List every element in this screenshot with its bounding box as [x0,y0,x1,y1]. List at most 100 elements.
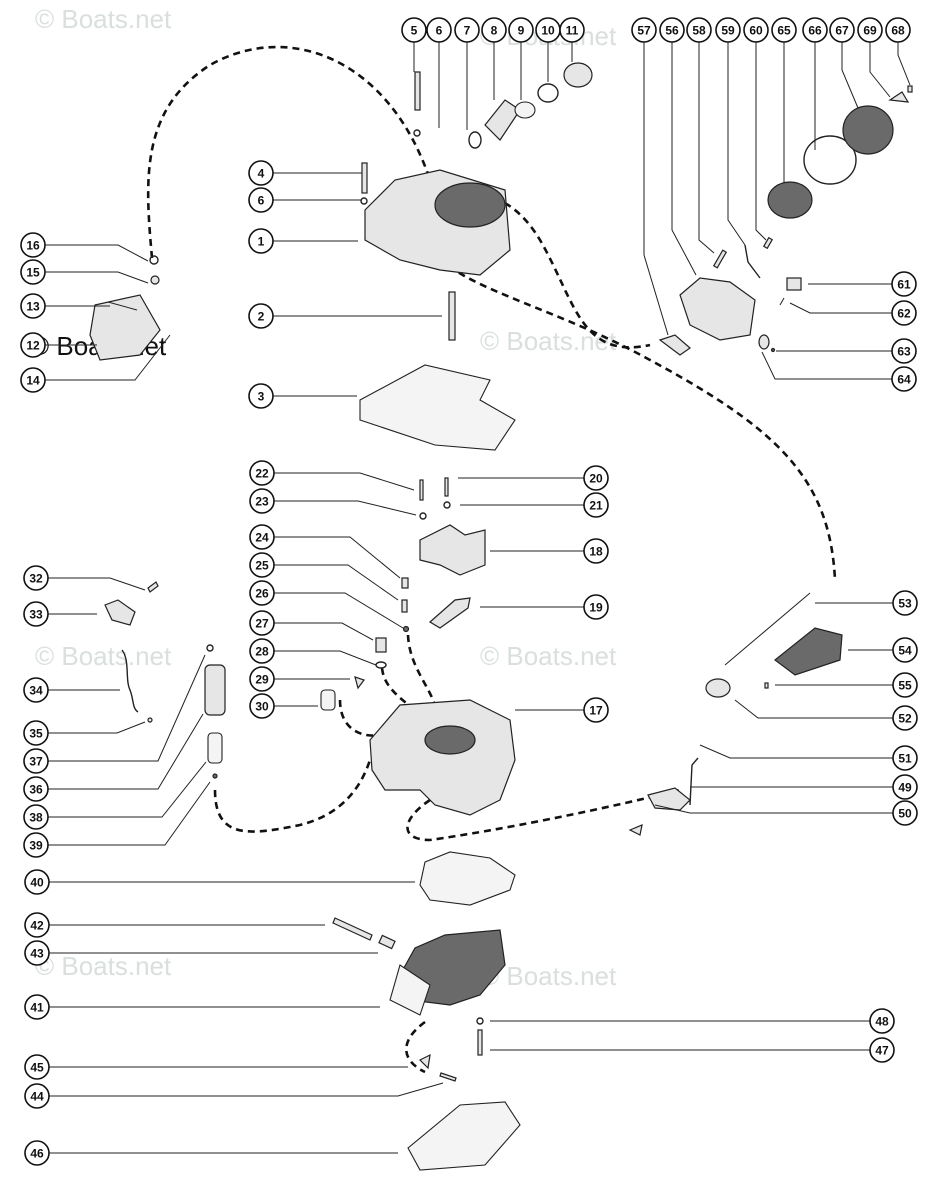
callout-6[interactable]: 6 [248,187,274,213]
callout-number: 16 [26,239,40,253]
callout-64[interactable]: 64 [891,366,917,392]
callout-19[interactable]: 19 [583,594,609,620]
callout-34[interactable]: 34 [23,677,49,703]
callout-63[interactable]: 63 [891,338,917,364]
callout-68[interactable]: 68 [885,17,911,43]
callout-66[interactable]: 66 [802,17,828,43]
part-diaphragm [767,181,813,219]
leader-line-36 [48,713,204,790]
callout-circle [743,17,769,43]
callout-circle [248,303,274,329]
callout-29[interactable]: 29 [249,666,275,692]
leader-line-67 [841,42,859,109]
part-pump-rod [448,291,456,341]
leader-line-26 [274,592,404,629]
callout-54[interactable]: 54 [892,637,918,663]
callout-6[interactable]: 6 [426,17,452,43]
callout-59[interactable]: 59 [715,17,741,43]
callout-44[interactable]: 44 [24,1083,50,1109]
callout-55[interactable]: 55 [892,672,918,698]
callout-9[interactable]: 9 [508,17,534,43]
callout-13[interactable]: 13 [20,293,46,319]
callout-number: 30 [255,700,269,714]
callout-circle [892,590,918,616]
callout-circle [248,160,274,186]
part-plug [758,334,770,350]
callout-circle [802,17,828,43]
callout-7[interactable]: 7 [454,17,480,43]
callout-52[interactable]: 52 [892,705,918,731]
callout-20[interactable]: 20 [583,465,609,491]
callout-15[interactable]: 15 [20,259,46,285]
callout-65[interactable]: 65 [771,17,797,43]
callout-number: 9 [518,24,525,38]
callout-28[interactable]: 28 [249,638,275,664]
callout-12[interactable]: 12 [20,332,46,358]
callout-62[interactable]: 62 [891,300,917,326]
callout-5[interactable]: 5 [401,17,427,43]
route-line [338,699,391,737]
callout-18[interactable]: 18 [583,538,609,564]
callout-17[interactable]: 17 [583,697,609,723]
callout-37[interactable]: 37 [23,748,49,774]
callout-40[interactable]: 40 [24,869,50,895]
callout-25[interactable]: 25 [249,552,275,578]
callout-21[interactable]: 21 [583,492,609,518]
callout-14[interactable]: 14 [20,367,46,393]
callout-number: 15 [26,266,40,280]
callout-number: 37 [29,755,43,769]
part-pump-nozzle [419,524,486,576]
callout-58[interactable]: 58 [686,17,712,43]
callout-47[interactable]: 47 [869,1037,895,1063]
callout-41[interactable]: 41 [24,994,50,1020]
callout-35[interactable]: 35 [23,720,49,746]
callout-39[interactable]: 39 [23,832,49,858]
callout-61[interactable]: 61 [891,271,917,297]
callout-57[interactable]: 57 [631,17,657,43]
callout-circle [249,524,275,550]
callout-46[interactable]: 46 [24,1140,50,1166]
callout-circle [24,940,50,966]
route-line [406,788,681,842]
callout-number: 65 [777,24,791,38]
callout-50[interactable]: 50 [892,800,918,826]
callout-number: 62 [897,307,911,321]
callout-24[interactable]: 24 [249,524,275,550]
callout-11[interactable]: 11 [559,17,585,43]
callout-16[interactable]: 16 [20,232,46,258]
callout-53[interactable]: 53 [892,590,918,616]
callout-8[interactable]: 8 [481,17,507,43]
callout-69[interactable]: 69 [857,17,883,43]
callout-number: 52 [898,712,912,726]
callout-1[interactable]: 1 [248,228,274,254]
leader-line-64 [761,351,892,380]
callout-51[interactable]: 51 [892,745,918,771]
callout-42[interactable]: 42 [24,912,50,938]
callout-48[interactable]: 48 [869,1008,895,1034]
callout-3[interactable]: 3 [248,383,274,409]
callout-56[interactable]: 56 [659,17,685,43]
callout-49[interactable]: 49 [892,774,918,800]
callout-27[interactable]: 27 [249,610,275,636]
callout-10[interactable]: 10 [535,17,561,43]
callout-2[interactable]: 2 [248,303,274,329]
callout-33[interactable]: 33 [23,601,49,627]
part-float [320,689,336,711]
callout-32[interactable]: 32 [23,565,49,591]
callout-23[interactable]: 23 [249,488,275,514]
part-check-ball [402,625,410,633]
callout-4[interactable]: 4 [248,160,274,186]
callout-67[interactable]: 67 [829,17,855,43]
callout-38[interactable]: 38 [23,804,49,830]
callout-36[interactable]: 36 [23,776,49,802]
callout-26[interactable]: 26 [249,580,275,606]
callout-45[interactable]: 45 [24,1054,50,1080]
callout-60[interactable]: 60 [743,17,769,43]
callout-30[interactable]: 30 [249,693,275,719]
callout-number: 7 [464,24,471,38]
part-jet [401,577,409,589]
part-screw [439,1072,457,1082]
route-line [213,759,372,833]
callout-22[interactable]: 22 [249,460,275,486]
callout-43[interactable]: 43 [24,940,50,966]
